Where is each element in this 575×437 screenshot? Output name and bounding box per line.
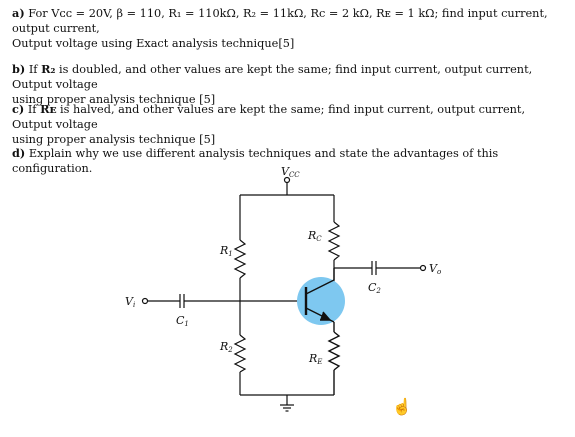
vcc-terminal (283, 176, 291, 184)
r1-resistor (233, 239, 247, 279)
r1-label: R1 (219, 244, 233, 258)
transistor-collector (305, 279, 335, 295)
question-c: c) If Rᴇ is halved, and other values are… (12, 102, 567, 147)
question-c-line1: is halved, and other values are kept the… (12, 103, 526, 131)
vcc-label: VCC (281, 165, 300, 179)
vi-terminal (141, 297, 149, 305)
vo-label: Vo (429, 262, 441, 276)
question-a-line1: For Vᴄᴄ = 20V, β = 110, R₁ = 110kΩ, R₂ =… (12, 7, 548, 35)
question-d: d) Explain why we use different analysis… (12, 146, 567, 176)
question-a-line2: Output voltage using Exact analysis tech… (12, 37, 295, 50)
vo-terminal (419, 264, 427, 272)
question-c-resistor: Rᴇ (40, 102, 57, 116)
question-c-text-start: If (27, 103, 41, 116)
re-resistor (327, 331, 341, 371)
vi-label: Vi (125, 295, 135, 309)
question-b-prefix: b) (12, 62, 26, 76)
question-b: b) If R₂ is doubled, and other values ar… (12, 62, 567, 107)
question-d-prefix: d) (12, 146, 26, 160)
question-b-resistor: R₂ (41, 62, 56, 76)
rc-resistor (327, 221, 341, 261)
question-b-line2: using proper analysis technique [5] (12, 93, 216, 106)
question-b-text-start: If (28, 63, 42, 76)
re-label: RE (308, 352, 322, 366)
hand-pointer-icon: ☝ (392, 397, 412, 416)
question-c-line2: using proper analysis technique [5] (12, 133, 216, 146)
r2-label: R2 (219, 340, 233, 354)
r2-resistor (233, 334, 247, 373)
question-d-text: Explain why we use different analysis te… (12, 147, 499, 175)
emitter-arrow (320, 311, 332, 321)
rc-label: RC (307, 229, 322, 243)
transistor-body (297, 277, 345, 325)
question-c-prefix: c) (12, 102, 25, 116)
question-a: a) For Vᴄᴄ = 20V, β = 110, R₁ = 110kΩ, R… (12, 6, 567, 51)
question-b-line1: is doubled, and other values are kept th… (12, 63, 533, 91)
c2-label: C2 (368, 281, 381, 295)
question-a-prefix: a) (12, 6, 25, 20)
c1-label: C1 (176, 314, 189, 328)
